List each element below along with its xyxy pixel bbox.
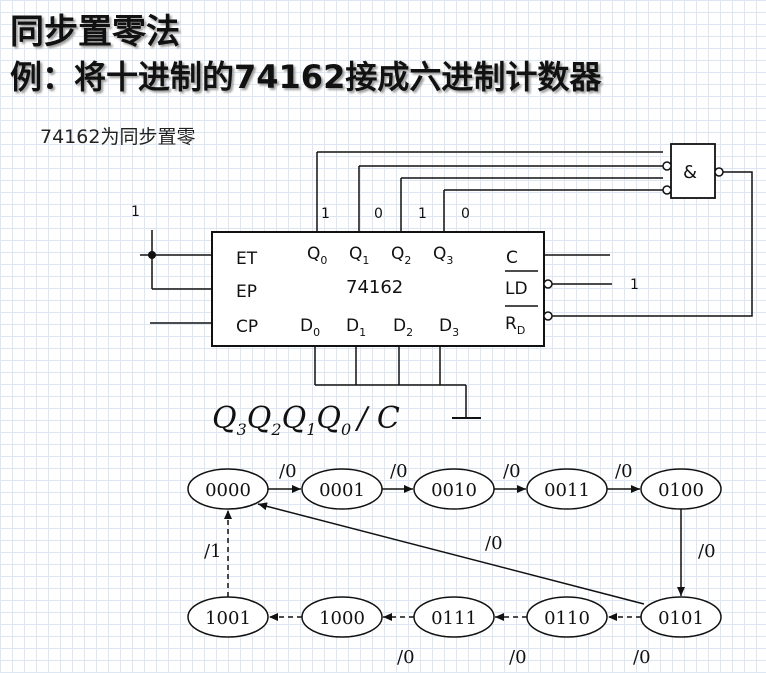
- pin-rd: RD: [505, 314, 525, 337]
- q0-value: 1: [321, 206, 330, 222]
- transition-output-label: /0: [615, 461, 633, 482]
- transition-output-label: /0: [390, 461, 408, 482]
- transition-output-label: /0: [698, 541, 716, 562]
- q3-value: 0: [461, 206, 470, 222]
- state-label: 0111: [431, 608, 477, 629]
- transition-output-label: /1: [204, 541, 222, 562]
- pin-cp: CP: [236, 317, 258, 337]
- state-order-label: Q3Q2Q1Q0/ C: [212, 401, 400, 439]
- state-label: 0110: [544, 608, 590, 629]
- chip-name: 74162: [346, 277, 403, 298]
- and-gate: &: [549, 143, 753, 317]
- transition-output-label: /0: [485, 533, 503, 554]
- pin-q0: Q0: [307, 244, 327, 267]
- state-label: 0010: [431, 480, 477, 501]
- enable-input-wiring: 1: [131, 204, 212, 324]
- state-node: 0110: [526, 596, 608, 638]
- nand-output-bubble: [714, 167, 724, 177]
- state-node: 0101: [640, 596, 722, 638]
- pin-q2: Q2: [391, 244, 411, 267]
- state-label: 0001: [319, 480, 365, 501]
- pin-d2: D2: [393, 316, 413, 339]
- page-title: 同步置零法: [10, 12, 180, 52]
- state-node: 0111: [413, 596, 495, 638]
- transition-output-label: /0: [397, 647, 415, 668]
- counter-chip-74162: ET EP CP 74162 Q0 Q1 Q2 Q3 D0 D1 D2 D3 C…: [211, 231, 545, 347]
- state-label: 1000: [319, 608, 365, 629]
- q2-value: 1: [418, 206, 427, 222]
- transition-output-label: /0: [509, 647, 527, 668]
- ld-bubble: [543, 279, 553, 289]
- q1-value: 0: [374, 206, 383, 222]
- pin-d1: D1: [346, 316, 366, 339]
- state-node: 0100: [640, 468, 722, 510]
- load-high-value: 1: [630, 277, 639, 293]
- inverter-bubble: [662, 185, 672, 195]
- enable-high-value: 1: [131, 204, 140, 220]
- transition-output-label: /0: [503, 461, 521, 482]
- pin-q3: Q3: [433, 244, 453, 267]
- reset-feedback-line: [549, 171, 753, 317]
- state-transition-diagram: 0000 0001 0010 0011 0100 0101 0110: [187, 461, 722, 668]
- rd-bubble: [543, 311, 553, 321]
- state-node: 1001: [187, 596, 269, 638]
- and-gate-body: [670, 143, 716, 199]
- pin-d0: D0: [300, 316, 320, 339]
- state-node: 0011: [526, 468, 608, 510]
- feedback-wiring: 1 0 1 0: [316, 151, 663, 232]
- data-inputs-ground: [314, 346, 481, 419]
- pin-q1: Q1: [349, 244, 369, 267]
- synchronous-reset-note: 74162为同步置零: [40, 126, 196, 148]
- pin-d3: D3: [439, 316, 459, 339]
- state-label: 1001: [205, 608, 251, 629]
- state-node: 0010: [413, 468, 495, 510]
- chip-body: [211, 231, 545, 347]
- state-label: 0000: [205, 480, 251, 501]
- example-heading: 例：将十进制的74162接成六进制计数器: [10, 58, 602, 96]
- state-node: 1000: [301, 596, 383, 638]
- state-label: 0011: [544, 480, 590, 501]
- control-pin-wiring: 1: [543, 254, 639, 321]
- reset-transition-arrow: [257, 502, 645, 605]
- state-label: 0100: [658, 480, 704, 501]
- pin-et: ET: [236, 249, 258, 269]
- state-node: 0000: [187, 468, 269, 510]
- and-gate-symbol: &: [683, 162, 697, 183]
- state-node: 0001: [301, 468, 383, 510]
- state-label: 0101: [658, 608, 704, 629]
- pin-ld: LD: [505, 279, 528, 299]
- transition-output-label: /0: [633, 647, 651, 668]
- pin-c: C: [506, 248, 518, 268]
- transition-output-label: /0: [279, 461, 297, 482]
- inverter-bubble: [662, 161, 672, 171]
- pin-ep: EP: [236, 282, 257, 302]
